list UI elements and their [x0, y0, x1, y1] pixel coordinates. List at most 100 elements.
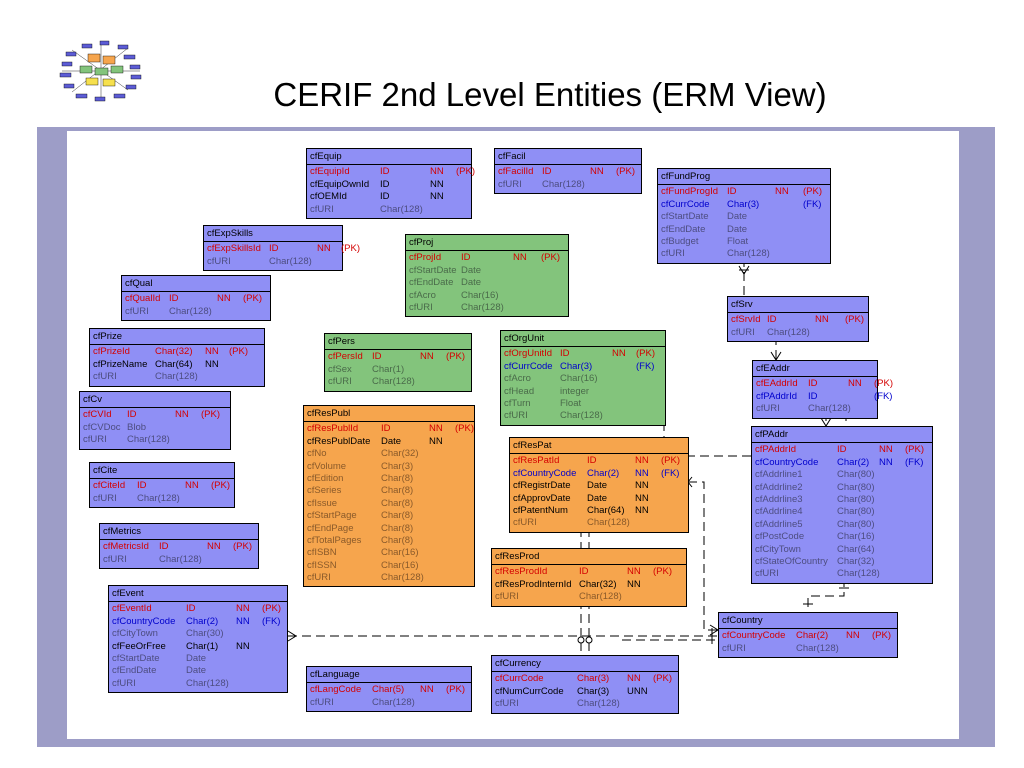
- attribute-name: cfURI: [495, 698, 519, 710]
- attribute-name: cfFacilId: [498, 166, 534, 178]
- attribute-null: NN: [429, 435, 443, 447]
- entity-title: cfResProd: [492, 549, 686, 566]
- attribute-name: cfEndDate: [112, 665, 157, 677]
- attribute-type: Char(32): [381, 448, 419, 460]
- attribute-key: (PK): [211, 480, 230, 492]
- attribute-name: cfURI: [513, 517, 537, 529]
- attribute-key: (FK): [905, 456, 924, 468]
- attribute-type: Char(64): [587, 504, 625, 516]
- attribute-name: cfCityTown: [112, 628, 158, 640]
- attribute-type: Char(8): [381, 497, 414, 509]
- attribute-type: Date: [727, 223, 748, 235]
- attribute-name: cfURI: [661, 248, 685, 260]
- entity-title: cfFacil: [495, 149, 641, 166]
- attribute-type: Char(64): [155, 358, 193, 370]
- attribute-null: NN: [775, 186, 789, 198]
- attribute-name: cfURI: [310, 696, 334, 708]
- attribute-type: ID: [137, 480, 147, 492]
- attribute-type: ID: [127, 409, 137, 421]
- attribute-name: cfStartDate: [409, 264, 457, 276]
- attribute-key: (PK): [262, 603, 281, 615]
- attribute-row: cfURI Char(128): [661, 248, 827, 260]
- attribute-type: Char(128): [808, 403, 851, 415]
- attribute-key: (FK): [874, 390, 893, 402]
- attribute-type: Char(30): [186, 628, 224, 640]
- entity-title: cfEquip: [307, 149, 471, 166]
- entity-title: cfCountry: [719, 613, 897, 630]
- attribute-name: cfPostCode: [755, 531, 805, 543]
- entity-title: cfMetrics: [100, 524, 258, 541]
- attribute-name: cfOrgUnitId: [504, 348, 553, 360]
- attribute-key: (PK): [243, 293, 262, 305]
- attribute-name: cfAddrline2: [755, 481, 803, 493]
- attribute-name: cfRegistrDate: [513, 480, 571, 492]
- attribute-null: NN: [430, 166, 444, 178]
- attribute-name: cfPrizeName: [93, 358, 148, 370]
- page-title: CERIF 2nd Level Entities (ERM View): [273, 76, 827, 113]
- attribute-null: NN: [879, 456, 893, 468]
- attribute-key: (PK): [229, 346, 248, 358]
- attribute-type: Char(80): [837, 469, 875, 481]
- attribute-name: cfISSN: [307, 559, 337, 571]
- attribute-null: NN: [420, 351, 434, 363]
- attribute-name: cfURI: [125, 305, 149, 317]
- attribute-name: cfEndPage: [307, 522, 354, 534]
- attribute-name: cfResPatId: [513, 455, 560, 467]
- attribute-type: ID: [767, 314, 777, 326]
- attribute-type: Char(128): [727, 248, 770, 260]
- attribute-null: NN: [879, 444, 893, 456]
- attribute-name: cfPAddrId: [755, 444, 797, 456]
- attribute-name: cfURI: [103, 553, 127, 565]
- attribute-type: ID: [269, 243, 279, 255]
- attribute-type: Char(3): [381, 460, 414, 472]
- entity-title: cfResPat: [510, 438, 688, 455]
- attribute-type: Char(80): [837, 506, 875, 518]
- attribute-name: cfCountryCode: [755, 456, 819, 468]
- attribute-name: cfPrizeId: [93, 346, 130, 358]
- entity-title: cfPers: [325, 334, 471, 351]
- attribute-name: cfURI: [409, 301, 433, 313]
- attribute-null: NN: [635, 455, 649, 467]
- attribute-key: (PK): [541, 252, 560, 264]
- attribute-name: cfURI: [83, 434, 107, 446]
- attribute-null: NN: [236, 640, 250, 652]
- attribute-null: NN: [513, 252, 527, 264]
- attribute-type: Char(32): [837, 555, 875, 567]
- attribute-key: (PK): [446, 351, 465, 363]
- attribute-name: cfStateOfCountry: [755, 555, 828, 567]
- cerif-logo-icon: [58, 38, 144, 104]
- attribute-type: Char(16): [837, 531, 875, 543]
